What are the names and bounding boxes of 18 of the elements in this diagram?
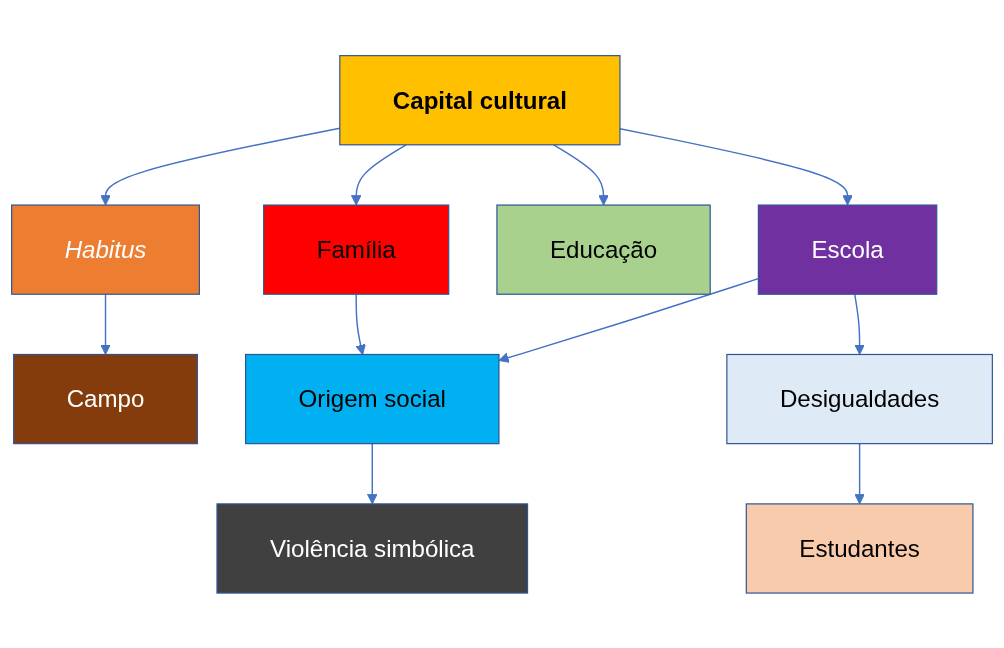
node-box: Violência simbólica <box>216 502 529 594</box>
node-box: Escola <box>757 204 938 295</box>
arrow <box>854 442 865 504</box>
arrow <box>350 143 407 206</box>
node-box: Capital cultural <box>339 54 621 146</box>
node-box: Educação <box>496 204 711 295</box>
node-box: Família <box>263 204 450 295</box>
arrow <box>100 293 111 355</box>
arrow <box>355 293 366 355</box>
node-box: Campo <box>13 353 198 444</box>
arrow <box>552 143 609 206</box>
arrow <box>366 442 378 504</box>
node-box: Habitus <box>11 204 200 295</box>
node-box: Origem social <box>245 353 500 444</box>
node-box: Desigualdades <box>726 353 993 444</box>
node-box: Estudantes <box>745 502 974 594</box>
arrow <box>854 293 865 355</box>
arrow <box>619 127 853 206</box>
